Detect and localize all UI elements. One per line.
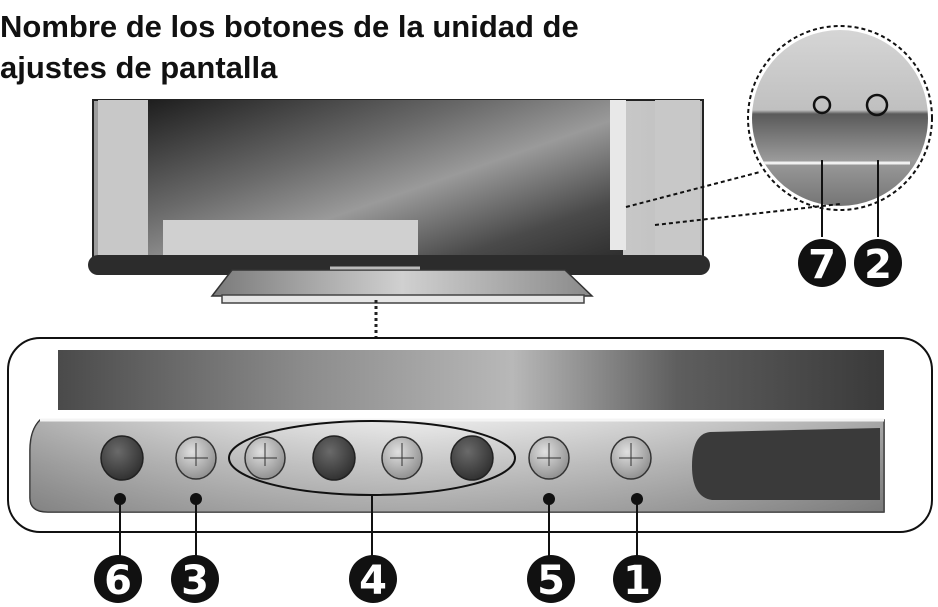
callout-5: 5 [527, 555, 575, 604]
button-7-led-icon [812, 95, 832, 115]
control-panel-detail [7, 337, 933, 563]
callout-3: 3 [171, 555, 219, 604]
callout-2: 2 [854, 239, 902, 288]
callout-6: 6 [94, 555, 142, 604]
monitor-illustration [88, 99, 710, 304]
button-5-icon [528, 436, 570, 480]
callout-1: 1 [613, 555, 661, 604]
button-2-icon [865, 93, 889, 117]
button-4d-icon [450, 435, 494, 481]
callout-1-label: 1 [623, 558, 651, 604]
callout-4-label: 4 [359, 558, 387, 604]
callout-7-label: 7 [808, 242, 836, 288]
callout-6-label: 6 [104, 558, 132, 604]
callout-7: 7 [798, 239, 846, 288]
page-title: Nombre de los botones de la unidad de aj… [0, 6, 640, 88]
button-6-icon [100, 435, 144, 481]
callout-2-label: 2 [864, 242, 892, 288]
button-4a-icon [244, 436, 286, 480]
button-1-icon [610, 436, 652, 480]
callout-3-label: 3 [181, 558, 209, 604]
button-4c-icon [381, 436, 423, 480]
button-3-icon [175, 436, 217, 480]
callout-4: 4 [349, 555, 397, 604]
indicator-window [692, 428, 880, 500]
callout-5-label: 5 [537, 558, 565, 604]
title-line-2: ajustes de pantalla [0, 50, 278, 85]
zoom-detail-top [625, 25, 933, 237]
button-4b-icon [312, 435, 356, 481]
title-line-1: Nombre de los botones de la unidad de [0, 9, 579, 44]
